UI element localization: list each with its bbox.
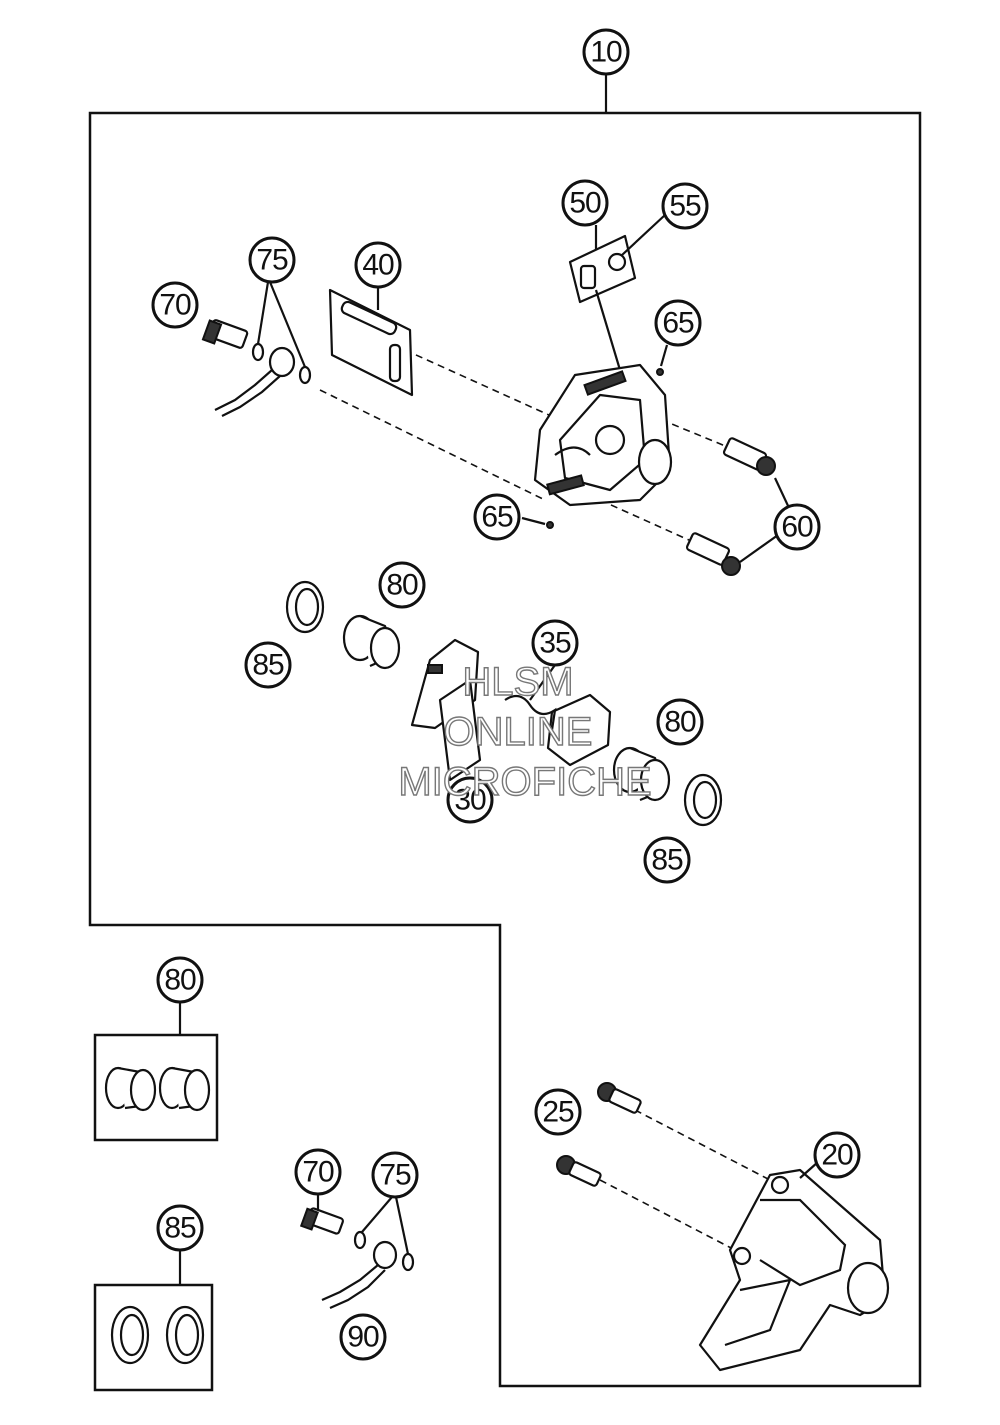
- leader-60: [739, 534, 779, 563]
- svg-text:85: 85: [252, 649, 284, 682]
- leader-65-upper: [659, 344, 669, 367]
- callout-60: 60: [773, 503, 821, 551]
- guide-line: [634, 1109, 771, 1181]
- callout-40: 40: [354, 241, 402, 289]
- leader-75-a: [256, 281, 270, 345]
- leader-55: [621, 214, 666, 256]
- seal-kit-icon: [110, 1305, 205, 1365]
- svg-text:60: 60: [781, 511, 813, 544]
- callout-85-lower: 85: [643, 836, 691, 884]
- svg-text:35: 35: [539, 627, 571, 660]
- svg-text:80: 80: [664, 706, 696, 739]
- svg-text:75: 75: [256, 244, 288, 277]
- guide-line: [404, 349, 561, 421]
- mount-bolt-upper: [597, 1082, 642, 1114]
- svg-text:25: 25: [542, 1096, 574, 1129]
- guide-line: [319, 389, 546, 501]
- svg-text:75: 75: [379, 1159, 411, 1192]
- bleeder-valve-icon: [579, 264, 597, 290]
- guide-line: [599, 499, 701, 546]
- callout-35: 35: [531, 619, 579, 667]
- svg-text:85: 85: [651, 844, 683, 877]
- washer-upper-a: [251, 342, 265, 362]
- kit-box-pistons: [93, 1033, 219, 1142]
- leader-75-b: [268, 281, 307, 368]
- svg-text:40: 40: [362, 249, 394, 282]
- washer-upper-b: [298, 365, 312, 385]
- callout-80-lower: 80: [656, 698, 704, 746]
- washer-lower-b: [401, 1252, 415, 1272]
- svg-text:90: 90: [347, 1321, 379, 1354]
- callout-25: 25: [534, 1088, 582, 1136]
- svg-text:65: 65: [662, 307, 694, 340]
- leader-75-lower-a: [361, 1196, 393, 1233]
- callout-10: 10: [582, 28, 630, 76]
- bleeder-cap-icon: [607, 252, 627, 272]
- callout-55: 55: [661, 182, 709, 230]
- watermark-line3: MICROFICHE: [398, 760, 651, 804]
- leader-65-lower: [521, 516, 546, 526]
- mount-bolt-lower: [556, 1155, 602, 1187]
- kit-box-seals: [93, 1283, 214, 1392]
- svg-text:50: 50: [569, 187, 601, 220]
- plug-small-upper: [656, 368, 664, 376]
- svg-text:80: 80: [164, 964, 196, 997]
- svg-text:55: 55: [669, 190, 701, 223]
- callout-80-kit: 80: [156, 956, 204, 1004]
- seal-lower: [683, 773, 723, 827]
- leader-75-lower-b: [394, 1196, 410, 1255]
- callout-70-lower: 70: [294, 1148, 342, 1196]
- caliper-body: [533, 363, 673, 507]
- piston-upper: [342, 614, 401, 670]
- guide-line: [599, 1179, 736, 1251]
- piston-lower: [612, 746, 671, 802]
- callout-30: 30: [446, 776, 494, 824]
- svg-text:70: 70: [302, 1156, 334, 1189]
- guide-sleeve-upper: [722, 437, 776, 476]
- guide-sleeve-lower: [685, 532, 741, 576]
- svg-text:80: 80: [386, 569, 418, 602]
- banjo-bolt-lower: [299, 1207, 344, 1235]
- callout-70-upper: 70: [151, 281, 199, 329]
- callout-85-upper: 85: [244, 641, 292, 689]
- washer-lower-a: [353, 1230, 367, 1250]
- brake-pads: [410, 638, 612, 782]
- plug-small-lower: [546, 521, 554, 529]
- leader-20: [799, 1161, 819, 1179]
- pad-pin-icon: [340, 300, 402, 383]
- callout-20: 20: [813, 1131, 861, 1179]
- svg-text:65: 65: [481, 501, 513, 534]
- svg-text:10: 10: [590, 36, 622, 69]
- callout-85-kit: 85: [156, 1204, 204, 1252]
- brake-hose-upper: [214, 346, 296, 417]
- watermark-line2: ONLINE: [444, 710, 593, 754]
- callout-75-upper: 75: [248, 236, 296, 284]
- callout-75-lower: 75: [371, 1151, 419, 1199]
- banjo-bolt-upper: [201, 319, 249, 349]
- assembly-frame: [88, 111, 922, 1388]
- brake-hose-lower: [321, 1240, 398, 1310]
- svg-text:85: 85: [164, 1212, 196, 1245]
- callout-90: 90: [339, 1313, 387, 1361]
- caliper-bracket: [698, 1168, 890, 1372]
- piston-kit-icon: [104, 1066, 211, 1112]
- callout-65-upper: 65: [654, 299, 702, 347]
- callout-50: 50: [561, 179, 609, 227]
- svg-text:70: 70: [159, 289, 191, 322]
- leader-60: [774, 477, 791, 511]
- svg-text:30: 30: [454, 784, 486, 817]
- leader-50-caliper: [594, 289, 622, 371]
- callout-80-upper: 80: [378, 561, 426, 609]
- bleeder-kit: [568, 234, 637, 304]
- pad-spring: [504, 694, 557, 731]
- leader-35: [529, 664, 556, 701]
- svg-text:20: 20: [821, 1139, 853, 1172]
- callout-65-lower: 65: [473, 493, 521, 541]
- seal-upper: [285, 580, 325, 634]
- watermark: HLSM ONLINE MICROFICHE: [398, 659, 653, 804]
- watermark-line1: HLSM: [462, 660, 573, 704]
